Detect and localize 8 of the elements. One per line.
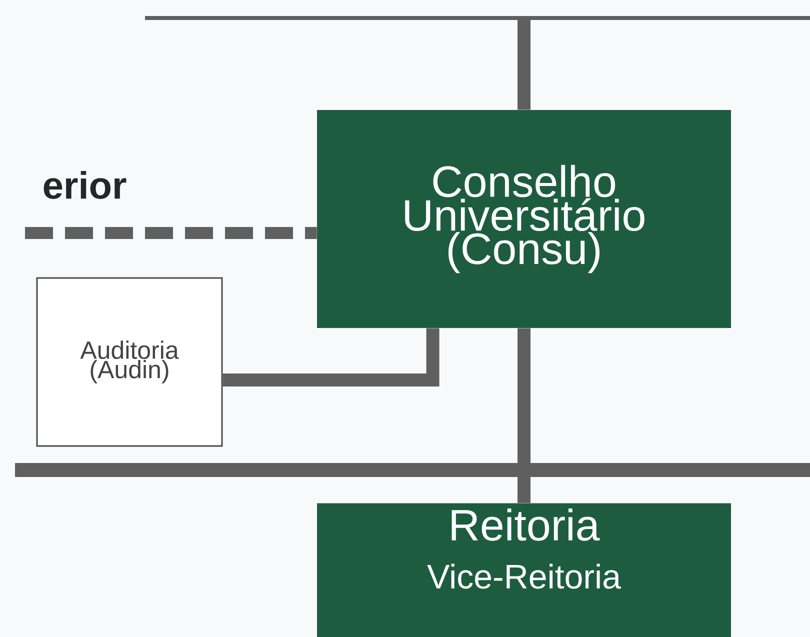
partial-heading: erior bbox=[44, 171, 126, 199]
connector-line bbox=[518, 18, 530, 110]
connector-line bbox=[25, 227, 317, 239]
audit-box: Auditoria (Audin) bbox=[36, 277, 223, 447]
rectory-box: Reitoria Vice-Reitoria bbox=[317, 503, 731, 637]
council-box: Conselho Universitário (Consu) bbox=[317, 110, 731, 328]
connector-line bbox=[222, 328, 440, 386]
connector-line bbox=[518, 328, 530, 503]
